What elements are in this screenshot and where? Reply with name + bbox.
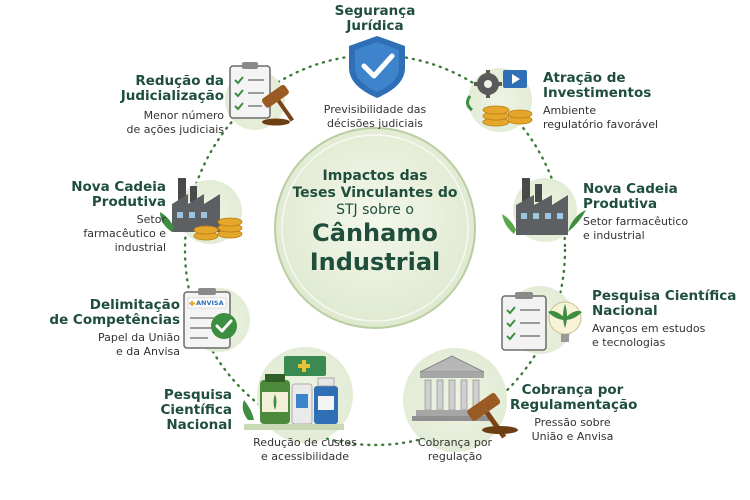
node-title-line: Judicialização bbox=[120, 88, 224, 104]
node-desc-line: regulatório favorável bbox=[543, 118, 659, 131]
node-title-line: Regulamentação bbox=[510, 397, 638, 413]
node-pesquisa-right: Pesquisa Científica Nacional Avanços em … bbox=[592, 289, 747, 350]
investment-icon bbox=[465, 68, 533, 132]
node-cadeia-left: Nova Cadeia Produtiva Setor farmacêutico… bbox=[36, 180, 166, 255]
node-title-line: Produtiva bbox=[91, 194, 166, 210]
clipboard-gavel-icon bbox=[225, 62, 294, 130]
node-title-line: Pesquisa Científica bbox=[592, 288, 737, 304]
anvisa-badge: ANVISA bbox=[196, 299, 224, 307]
anvisa-clipboard-icon bbox=[183, 288, 250, 352]
node-cobranca-bottom: Cobrança por regulação bbox=[395, 436, 515, 464]
node-title-line: Produtiva bbox=[583, 196, 658, 212]
node-seguranca-title: Segurança Jurídica bbox=[315, 4, 435, 34]
center-circle bbox=[274, 127, 476, 329]
node-title-line: Nacional bbox=[166, 417, 232, 433]
center-line-5: Industrial bbox=[309, 248, 441, 276]
node-title-line: Atração de bbox=[543, 70, 626, 86]
center-line-2: Teses Vinculantes do bbox=[292, 185, 458, 201]
dotted-ring bbox=[183, 53, 567, 447]
node-desc-line: farmacêutico e bbox=[83, 227, 166, 240]
node-desc-line: Setor bbox=[136, 213, 166, 226]
node-desc-line: décisões judiciais bbox=[326, 117, 423, 130]
node-delimitacao: Delimitação de Competências Papel da Uni… bbox=[40, 298, 180, 359]
node-title-line: Redução da bbox=[135, 73, 224, 89]
node-desc-line: Menor número bbox=[143, 109, 224, 122]
center-line-4: Cânhamo bbox=[312, 219, 438, 247]
node-desc-line: Setor farmacêutico bbox=[583, 215, 689, 228]
node-desc-line: e da Anvisa bbox=[115, 345, 180, 358]
factory-icon bbox=[502, 178, 586, 242]
center-line-1: Impactos das bbox=[322, 168, 428, 184]
node-desc-line: Papel da União bbox=[98, 331, 180, 344]
factory-coins-icon bbox=[160, 178, 243, 244]
shield-check-icon bbox=[349, 36, 405, 98]
node-desc-line: Avanços em estudos bbox=[592, 322, 706, 335]
node-desc-line: regulação bbox=[427, 450, 483, 463]
medicine-products-icon bbox=[242, 347, 353, 443]
node-title-line: Delimitação bbox=[89, 297, 180, 313]
research-clipboard-icon bbox=[501, 286, 582, 354]
node-desc-line: e tecnologias bbox=[592, 336, 666, 349]
node-title-line: Nova Cadeia bbox=[71, 179, 166, 195]
node-pesquisa-left-desc: Redução de custos e acessibilidade bbox=[240, 436, 370, 464]
center-title: Impactos das Teses Vinculantes do STJ so… bbox=[270, 168, 480, 277]
node-desc-line: Pressão sobre bbox=[534, 416, 611, 429]
node-seguranca-desc: Previsibilidade das décisões judiciais bbox=[305, 103, 445, 131]
node-desc-line: Ambiente bbox=[543, 104, 597, 117]
node-title-line: Investimentos bbox=[543, 85, 652, 101]
node-pesquisa-left-title: Pesquisa Científica Nacional bbox=[140, 388, 232, 433]
node-title-line: Jurídica bbox=[346, 18, 404, 34]
node-desc-line: União e Anvisa bbox=[531, 430, 614, 443]
node-desc-line: de ações judiciais bbox=[126, 123, 224, 136]
node-cadeia-right: Nova Cadeia Produtiva Setor farmacêutico… bbox=[583, 182, 733, 243]
node-desc-line: Cobrança por bbox=[417, 436, 493, 449]
courthouse-gavel-icon bbox=[403, 348, 518, 452]
node-atracao: Atração de Investimentos Ambiente regula… bbox=[543, 71, 693, 132]
center-line-3: STJ sobre o bbox=[336, 202, 414, 218]
node-desc-line: e industrial bbox=[583, 229, 645, 242]
node-desc-line: Previsibilidade das bbox=[323, 103, 427, 116]
node-title-line: Cobrança por bbox=[521, 382, 624, 398]
node-title-line: Segurança bbox=[334, 3, 416, 19]
node-title-line: Científica bbox=[160, 402, 232, 418]
node-title-line: Nova Cadeia bbox=[583, 181, 678, 197]
node-desc-line: industrial bbox=[114, 241, 166, 254]
node-desc-line: e acessibilidade bbox=[261, 450, 349, 463]
node-title-line: de Competências bbox=[49, 312, 180, 328]
node-title-line: Pesquisa bbox=[163, 387, 232, 403]
node-cobranca: Cobrança por Regulamentação Pressão sobr… bbox=[510, 382, 638, 444]
node-desc-line: Redução de custos bbox=[253, 436, 357, 449]
node-title-line: Nacional bbox=[592, 303, 658, 319]
node-reducao: Redução da Judicialização Menor número d… bbox=[96, 74, 224, 137]
